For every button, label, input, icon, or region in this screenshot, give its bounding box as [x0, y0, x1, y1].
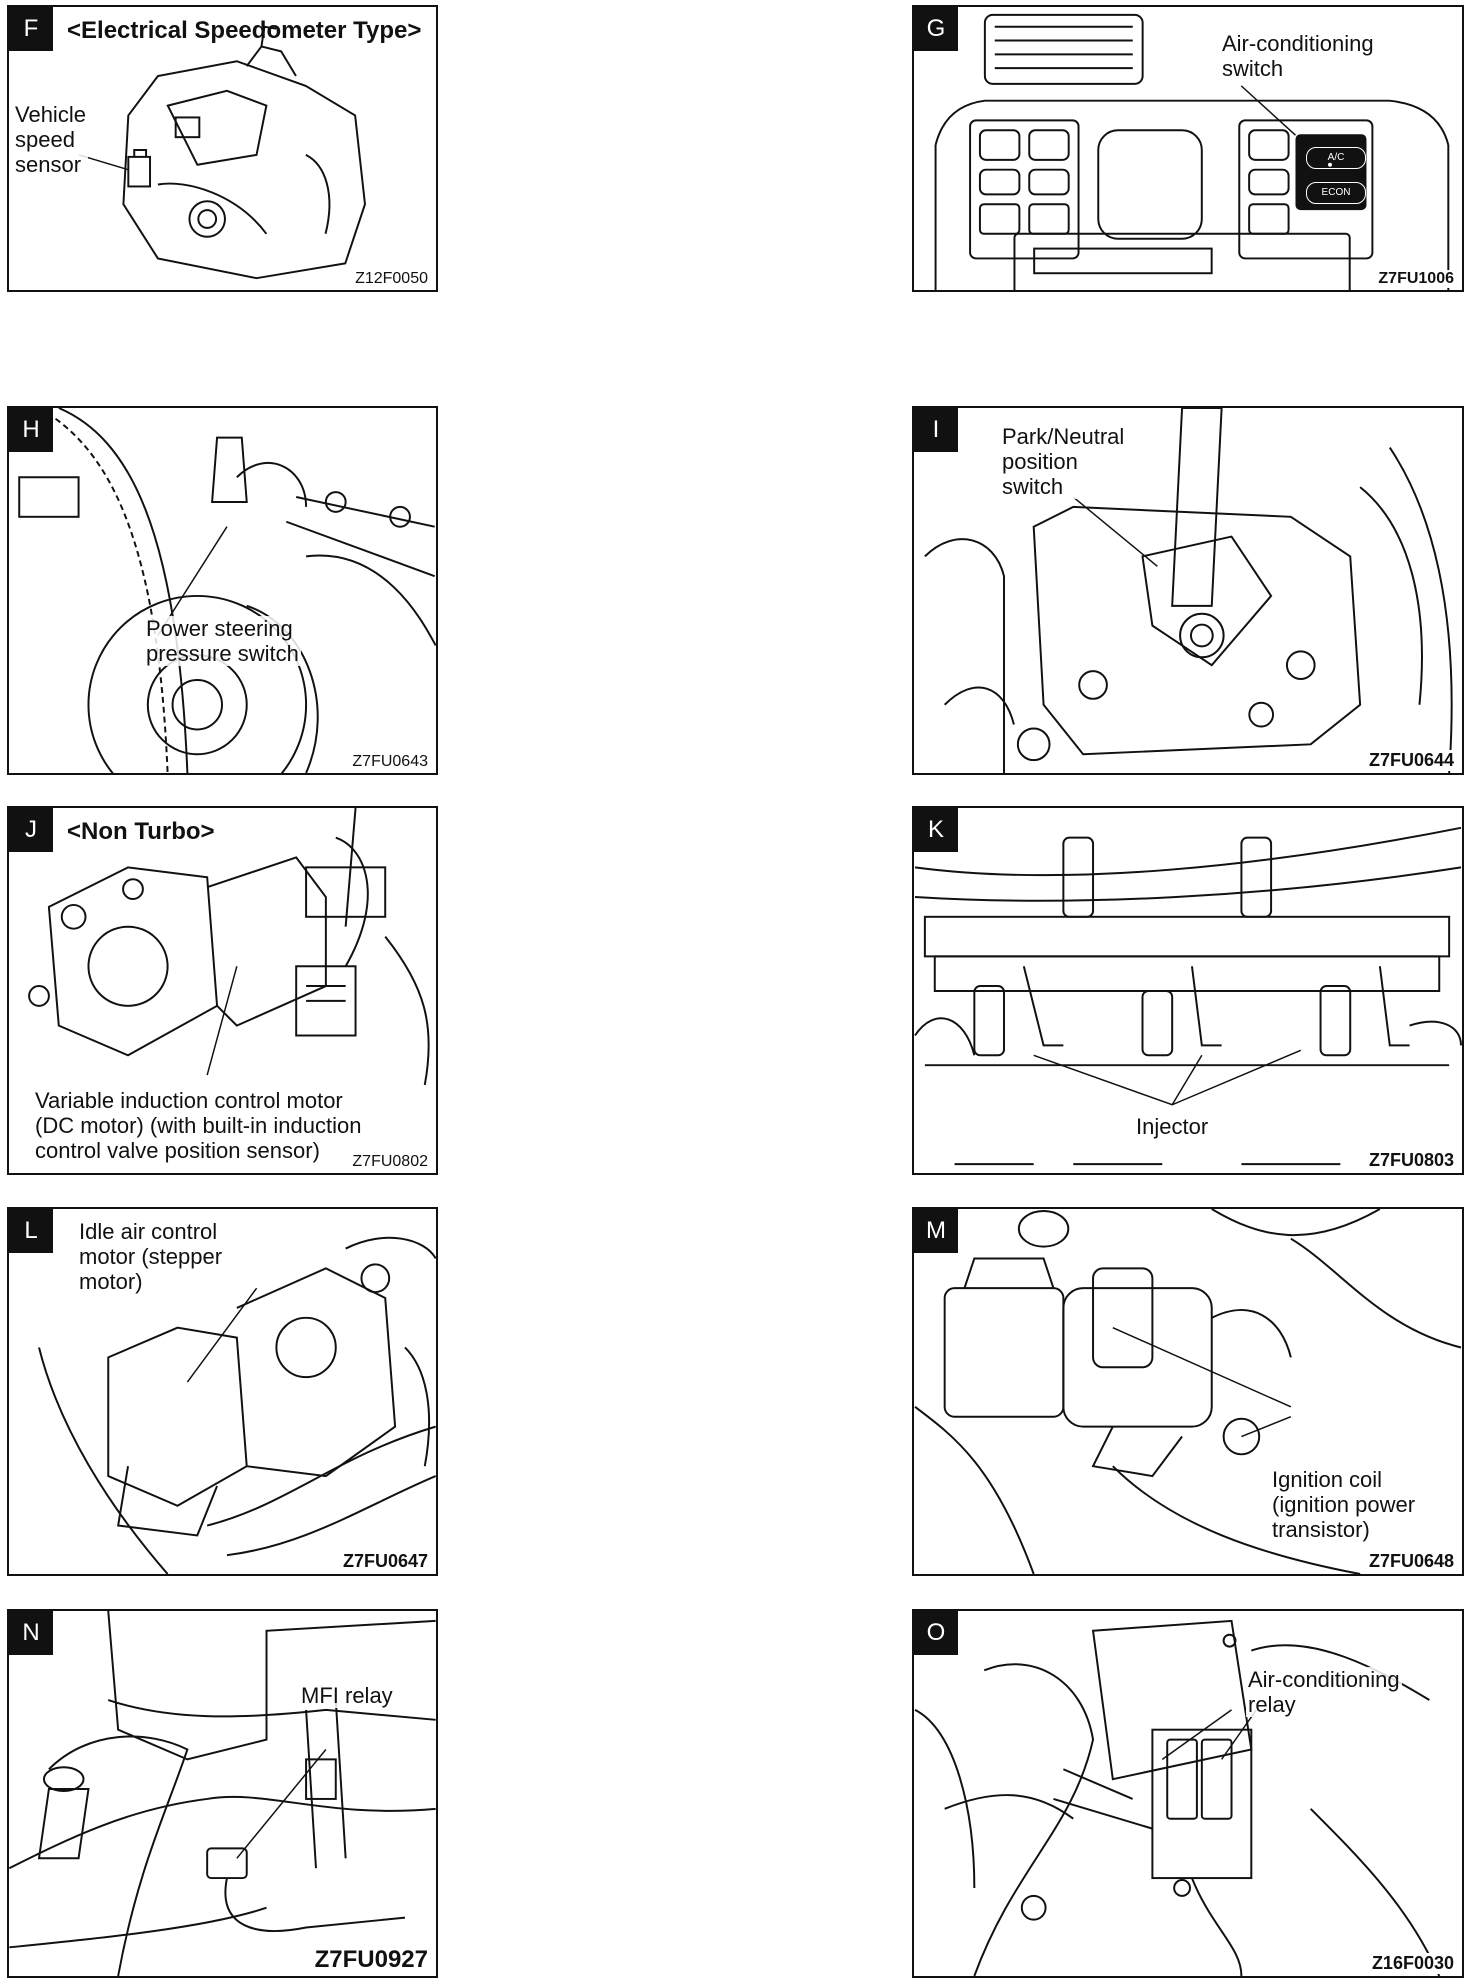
figure-code: Z16F0030 [1369, 1953, 1456, 1974]
figure-code: Z12F0050 [353, 270, 430, 288]
panel-i-park-neutral-position-switch: I Park/Neutral position switch Z7FU0644 [912, 406, 1464, 775]
idle-air-control-motor-illustration [38, 1236, 436, 1574]
panel-letter: L [9, 1209, 53, 1253]
panel-k-injector: K Injector Z7FU0803 [912, 806, 1464, 1175]
vehicle-speed-sensor-label: Vehicle speed sensor [13, 102, 88, 177]
figure-code: Z7FU0802 [350, 1153, 430, 1171]
park-neutral-switch-illustration [924, 408, 1453, 773]
panel-n-mfi-relay: N MFI relay Z7FU0927 [7, 1609, 438, 1978]
variable-induction-motor-illustration [28, 808, 430, 1086]
panel-letter: K [914, 808, 958, 852]
panel-letter: J [9, 808, 53, 852]
power-steering-pressure-switch-label: Power steering pressure switch [144, 616, 301, 666]
figure-code: Z7FU0644 [1366, 750, 1456, 771]
panel-h-power-steering-pressure-switch: H Power steering pressure switch Z7FU064… [7, 406, 438, 775]
power-steering-illustration [18, 408, 436, 773]
mfi-relay-illustration [9, 1611, 436, 1976]
panel-letter: F [9, 7, 53, 51]
figure-code: Z7FU0643 [350, 753, 430, 771]
ignition-coil-label: Ignition coil (ignition power transistor… [1270, 1467, 1418, 1542]
injector-label: Injector [1134, 1114, 1211, 1139]
ac-button: A/C [1306, 147, 1366, 169]
ignition-coil-illustration [914, 1209, 1462, 1574]
park-neutral-position-switch-label: Park/Neutral position switch [1000, 424, 1127, 499]
dashboard-console-illustration [934, 13, 1450, 290]
panel-letter: N [9, 1611, 53, 1655]
panel-letter: H [9, 408, 53, 452]
injector-fuel-rail-illustration [914, 826, 1462, 1166]
panel-o-air-conditioning-relay: O Air-conditioning relay Z16F0030 [912, 1609, 1464, 1978]
air-conditioning-relay-illustration [914, 1619, 1441, 1976]
mfi-relay-label: MFI relay [299, 1683, 395, 1708]
idle-air-control-motor-label: Idle air control motor (stepper motor) [77, 1219, 225, 1294]
panel-letter: O [914, 1611, 958, 1655]
variable-induction-control-motor-label: Variable induction control motor (DC mot… [33, 1088, 364, 1163]
panel-heading: <Electrical Speedometer Type> [67, 17, 422, 44]
figure-code: Z7FU1006 [1376, 270, 1456, 288]
panel-m-ignition-coil: M Ignition coil (ignition power transist… [912, 1207, 1464, 1576]
panel-letter: I [914, 408, 958, 452]
air-conditioning-switch-label: Air-conditioning switch [1220, 31, 1376, 81]
panel-heading: <Non Turbo> [67, 818, 215, 845]
panel-l-idle-air-control-motor: L Idle air control motor (stepper motor)… [7, 1207, 438, 1576]
econ-button: ECON [1306, 182, 1366, 204]
panel-g-air-conditioning-switch: A/C ECON G Air-conditioning switch Z7FU1… [912, 5, 1464, 292]
panel-f-vehicle-speed-sensor: F <Electrical Speedometer Type> Vehicle … [7, 5, 438, 292]
panel-j-variable-induction-control-motor: J <Non Turbo> Variable induction control… [7, 806, 438, 1175]
panel-letter: M [914, 1209, 958, 1253]
figure-code: Z7FU0927 [312, 1946, 430, 1974]
air-conditioning-relay-label: Air-conditioning relay [1246, 1667, 1402, 1717]
figure-code: Z7FU0648 [1366, 1551, 1456, 1572]
figure-code: Z7FU0803 [1366, 1150, 1456, 1171]
figure-code: Z7FU0647 [340, 1551, 430, 1572]
panel-letter: G [914, 7, 958, 51]
